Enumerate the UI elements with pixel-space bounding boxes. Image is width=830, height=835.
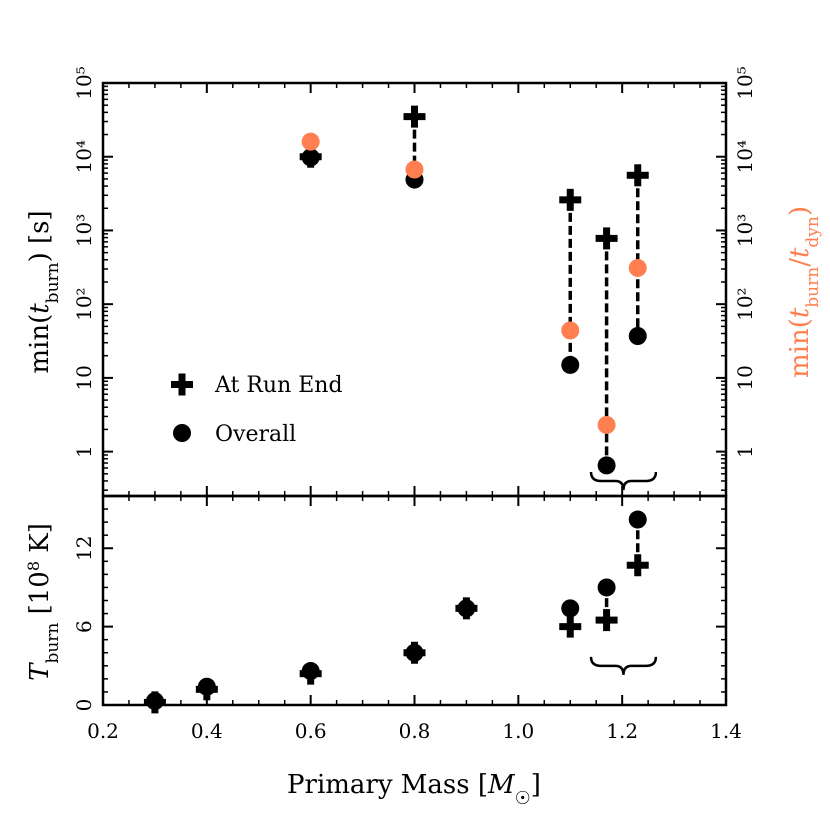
top-y-tick-label-right: 1 — [733, 445, 757, 458]
top-y-tick-label-right: 10² — [733, 287, 757, 320]
bottom-plus-point-v — [566, 615, 574, 638]
bottom-plus-point — [299, 662, 322, 685]
bottom-plus-point — [559, 615, 582, 638]
top-circle-point — [561, 355, 580, 374]
bottom-plus-point — [595, 609, 618, 632]
top-plus-point-v — [603, 227, 611, 250]
top-y-tick-label-left: 1 — [72, 445, 96, 458]
legend-label-run-end: At Run End — [214, 373, 343, 398]
top-orange-point — [301, 132, 320, 151]
top-y-tick-label-left: 10² — [72, 287, 96, 320]
top-y-tick-label-right: 10³ — [733, 214, 757, 247]
bottom-brace — [589, 656, 658, 675]
top-y-tick-label-right: 10⁴ — [733, 140, 757, 173]
top-y-tick-label-right: 10⁵ — [733, 66, 757, 99]
top-y-tick-label-left: 10³ — [72, 214, 96, 247]
top-plus-point-v — [634, 164, 642, 187]
bottom-circle-point — [628, 510, 647, 529]
x-tick-label: 0.2 — [87, 719, 119, 743]
bottom-y-tick-label: 0 — [72, 699, 96, 712]
bottom-plus-point-v — [203, 678, 211, 701]
top-y-axis-label: min(tburn) [s] — [25, 210, 63, 373]
top-orange-point — [561, 321, 580, 340]
bottom-circle-point — [597, 578, 616, 597]
bottom-plus-point — [455, 597, 478, 620]
top-y-tick-label-left: 10 — [72, 365, 96, 390]
legend-plus-marker — [171, 373, 193, 396]
x-tick-label: 1.4 — [710, 719, 742, 743]
bottom-plus-point-v — [151, 691, 159, 714]
bottom-plus-point-v — [411, 641, 418, 664]
top-circle-point — [628, 327, 647, 346]
bottom-plus-point-v — [603, 609, 611, 632]
top-circle-point — [597, 456, 616, 475]
top-y-tick-label-left: 10⁵ — [72, 66, 96, 99]
legend: At Run End Overall — [171, 373, 343, 447]
top-plus-point — [559, 188, 582, 211]
x-tick-label: 0.6 — [295, 719, 327, 743]
bottom-plus-point-v — [462, 597, 470, 620]
top-orange-point — [628, 258, 647, 277]
x-tick-label: 1.2 — [606, 719, 638, 743]
top-plus-point-v — [411, 105, 418, 128]
x-tick-label: 0.8 — [399, 719, 431, 743]
bottom-plus-point — [403, 641, 426, 664]
top-y-tick-label-right: 10 — [733, 365, 757, 390]
bottom-panel-frame — [101, 494, 728, 707]
top-plus-point-v — [566, 188, 574, 211]
x-tick-label: 0.4 — [191, 719, 223, 743]
top-circle-point — [301, 148, 320, 167]
bottom-y-tick-label: 6 — [72, 620, 96, 633]
bottom-plus-point — [195, 678, 218, 701]
top-right-y-axis-label: min(tburn/tdyn) — [785, 206, 823, 378]
top-orange-point — [597, 415, 616, 434]
bottom-plus-point-v — [307, 662, 315, 685]
legend-circle-marker — [173, 424, 191, 442]
top-plus-point — [626, 164, 649, 187]
top-brace — [589, 471, 658, 491]
bottom-plus-point — [143, 691, 166, 714]
bottom-plus-point — [626, 554, 649, 577]
x-axis-label: Primary Mass [M☉] — [287, 770, 541, 809]
bottom-y-tick-label: 12 — [72, 536, 96, 561]
top-y-tick-label-left: 10⁴ — [72, 140, 96, 173]
data-marks — [143, 105, 658, 714]
top-plus-point — [595, 227, 618, 250]
bottom-panel: 0.2 0.4 0.6 0.8 1.0 1.2 1.4 0 6 12 — [72, 494, 742, 743]
bottom-y-axis-label: Tburn [108 K] — [24, 523, 64, 681]
bottom-plus-point-v — [634, 554, 642, 577]
top-orange-point — [405, 160, 424, 179]
x-tick-label: 1.0 — [502, 719, 534, 743]
top-plus-point — [403, 105, 426, 128]
bottom-circle-point — [561, 599, 580, 618]
legend-label-overall: Overall — [215, 422, 296, 447]
